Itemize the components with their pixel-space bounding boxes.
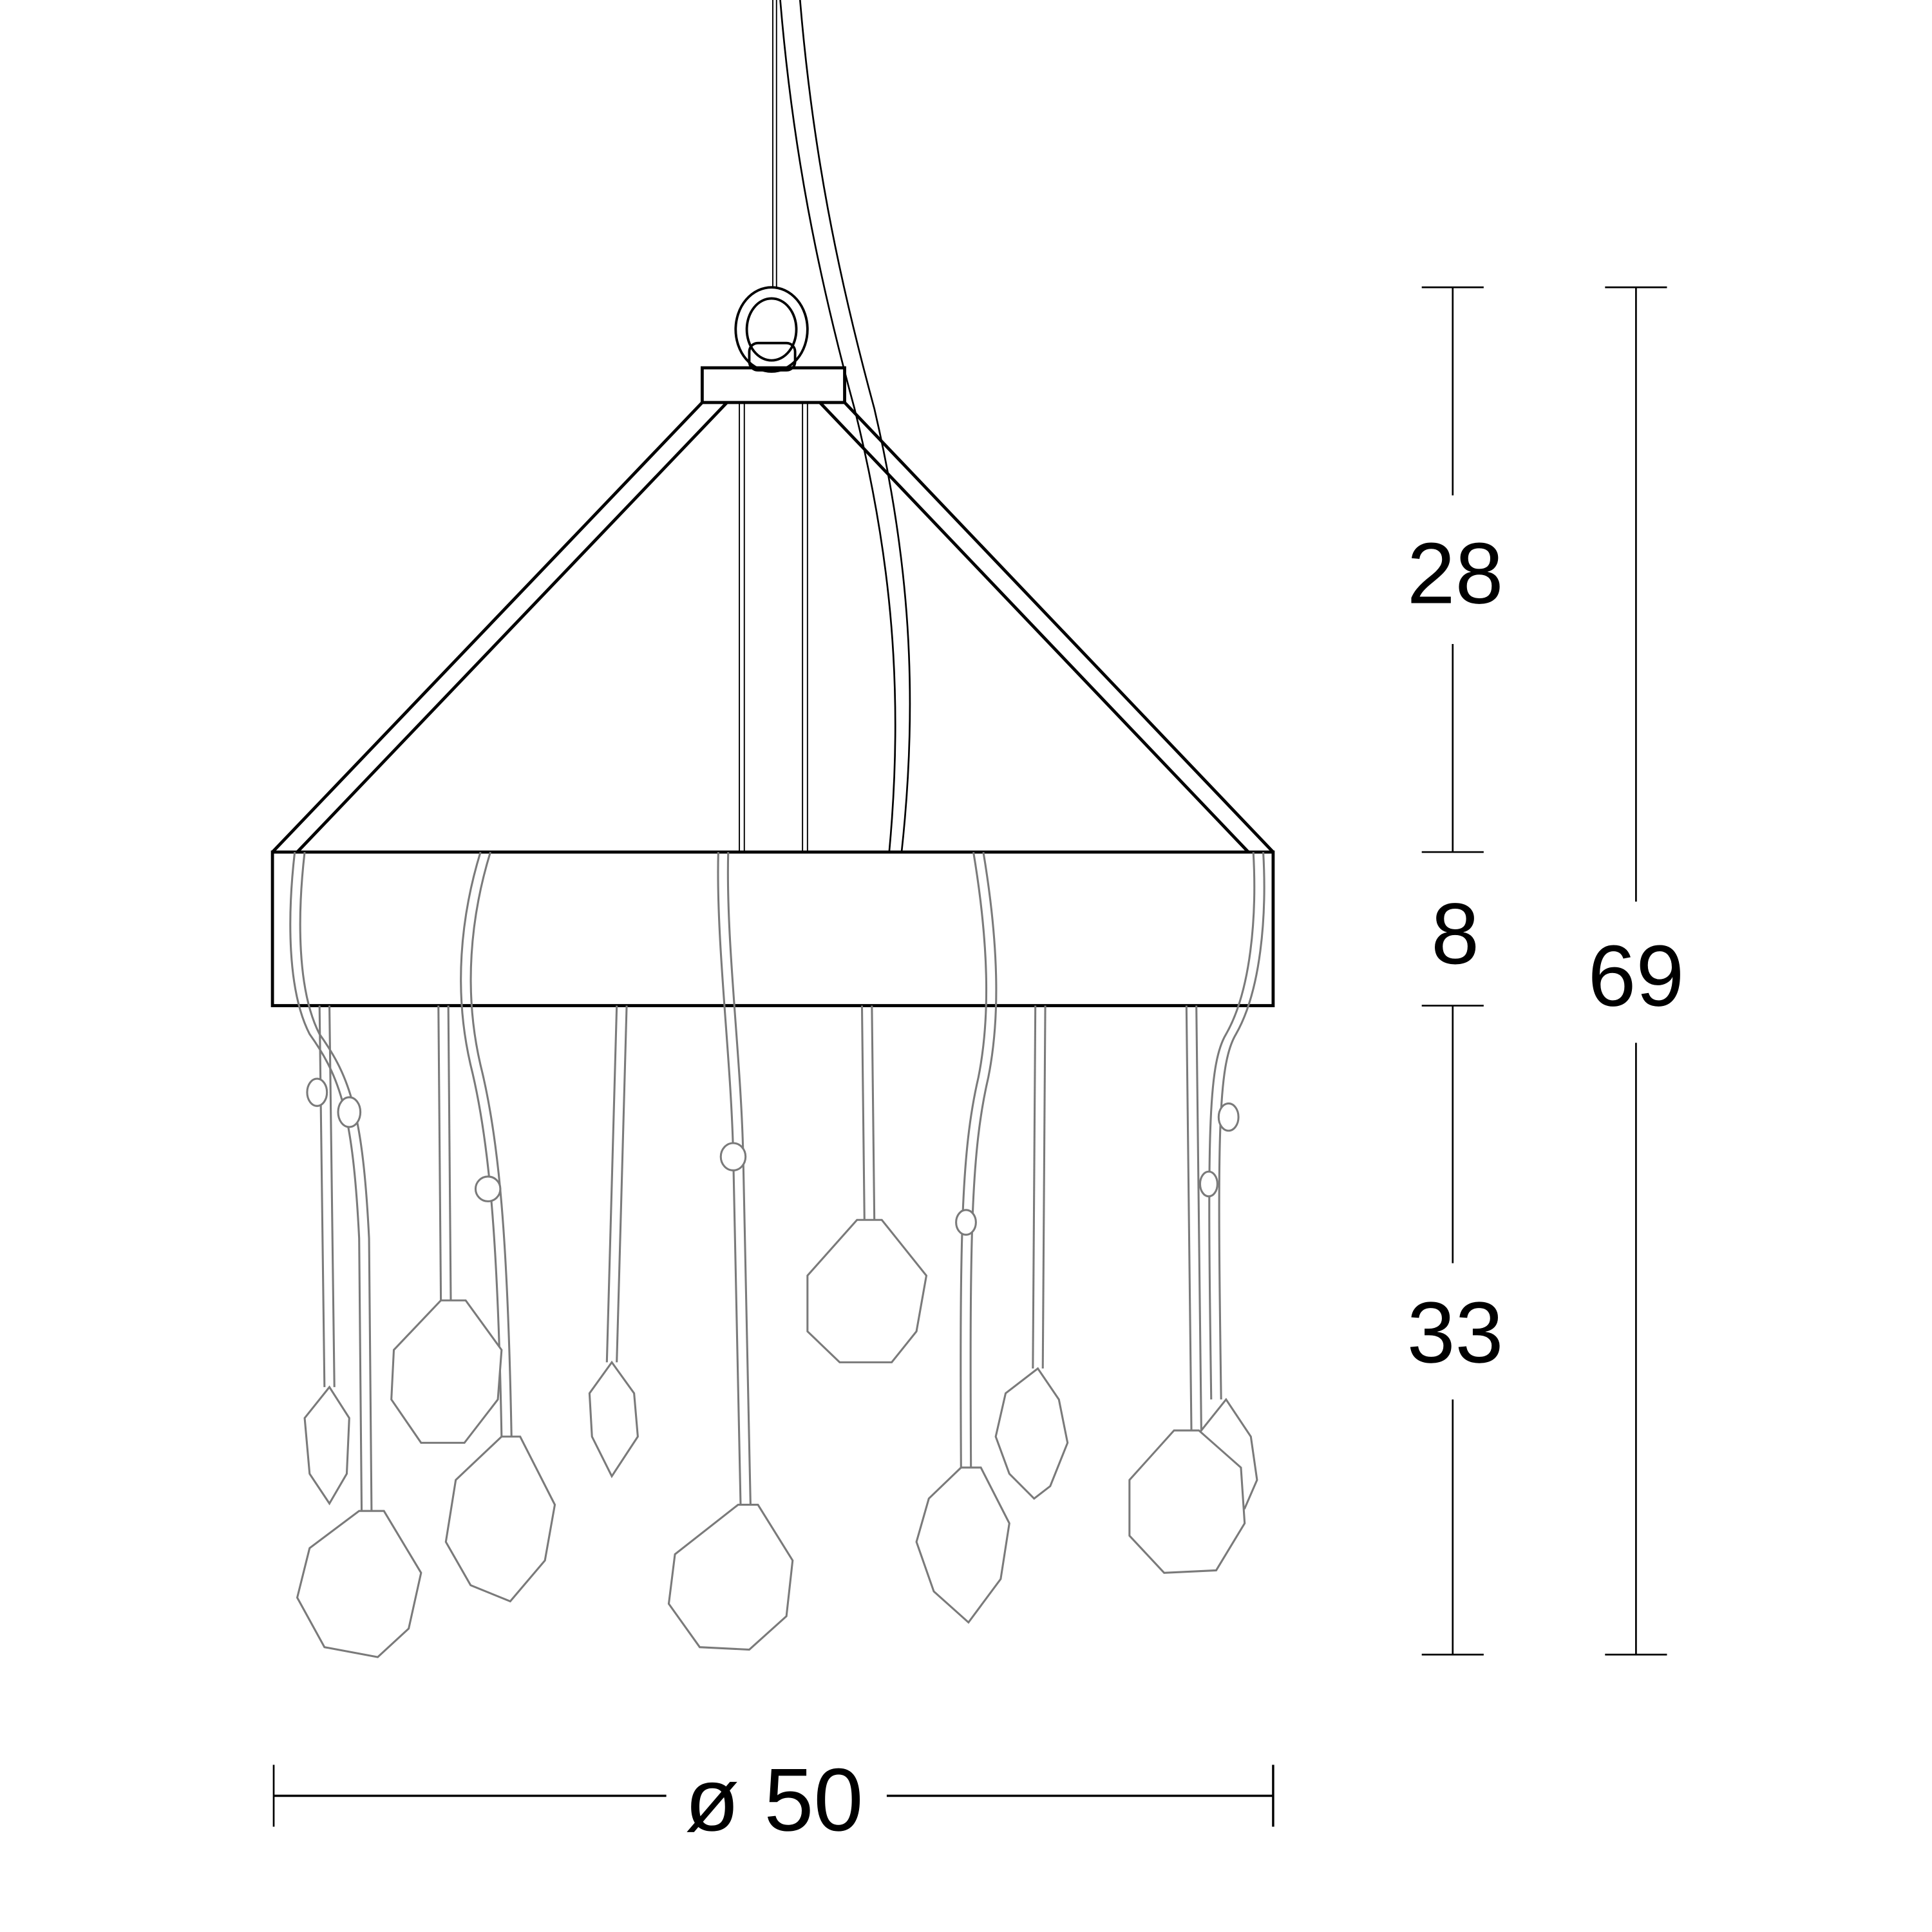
dim-total-height: 69	[1588, 927, 1685, 1025]
power-cord	[779, 0, 911, 853]
top-cap	[700, 366, 846, 404]
dim-top-cone-height: 28	[1407, 525, 1504, 622]
pendant-strands	[289, 851, 1265, 1511]
dim-diameter: ø 50	[685, 1750, 863, 1850]
dim-ring-height: 8	[1431, 885, 1479, 982]
cone-arms	[271, 401, 1274, 853]
beads	[306, 1077, 1240, 1236]
dim-pendants-drop: 33	[1407, 1283, 1504, 1381]
crystals	[296, 1218, 1258, 1658]
hook-ring	[734, 286, 809, 373]
ring-band	[270, 850, 1275, 1007]
suspension-cable	[772, 0, 777, 288]
dimension-lines-total	[1605, 286, 1667, 1656]
dimension-lines-segments	[1421, 286, 1484, 1656]
inner-rods	[739, 402, 808, 853]
dimension-lines-diameter	[272, 1765, 1274, 1827]
